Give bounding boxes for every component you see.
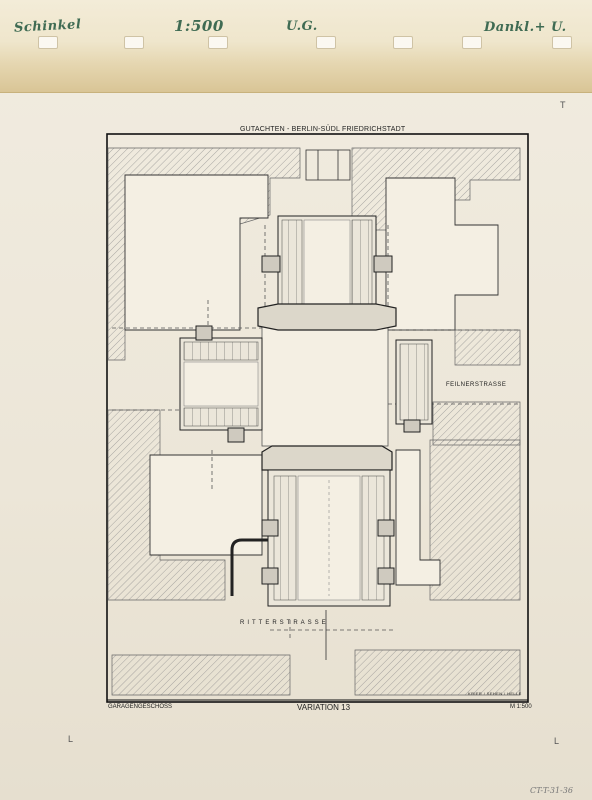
garage-left [179, 325, 263, 443]
scale-label: M 1:500 [510, 704, 532, 710]
margin-mark: L [68, 734, 74, 744]
punch-hole [316, 36, 336, 49]
street-label-bottom: RITTERSTRASSE [240, 620, 329, 626]
tape-strip: Schinkel 1:500 U.G. Dankl.+ U. [0, 0, 592, 93]
floor-label: GARAGENGESCHOSS [108, 704, 173, 710]
plan-title: GUTACHTEN - BERLIN-SÜDL FRIEDRICHSTADT [240, 126, 406, 133]
courtyard [261, 317, 389, 447]
punch-hole [208, 36, 228, 49]
plan-frame [106, 133, 529, 703]
handwritten-initials: Dankl.+ U. [484, 20, 567, 35]
garage-right [395, 339, 433, 433]
variation-label: VARIATION 13 [297, 703, 351, 712]
punch-hole [552, 36, 572, 49]
garage-top [257, 215, 397, 331]
margin-mark: T [560, 100, 566, 110]
building-outlines [124, 174, 499, 586]
street-label-right: FEILNERSTRASSE [446, 382, 507, 388]
entrance-ramps [305, 149, 351, 660]
punch-hole [462, 36, 482, 49]
punch-hole [38, 36, 58, 49]
punch-hole [393, 36, 413, 49]
garage-bottom [230, 445, 395, 607]
punch-hole [124, 36, 144, 49]
handwritten-scale: 1:500 [174, 17, 224, 35]
handwritten-level: U.G. [286, 19, 318, 34]
office-note: KRIER / SEHEN / HELLE [468, 691, 522, 696]
margin-mark: L [554, 736, 560, 746]
archive-number: CT-T-31-36 [530, 786, 573, 795]
